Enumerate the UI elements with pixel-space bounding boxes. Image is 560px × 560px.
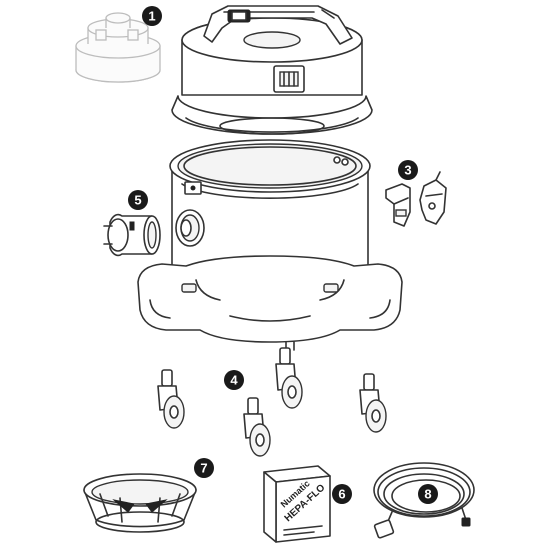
callout-4: 4 [224, 370, 244, 390]
motor-part[interactable] [75, 12, 161, 83]
power-cable-part[interactable] [373, 462, 475, 539]
carry-handle [203, 5, 353, 45]
chassis-base [137, 255, 403, 351]
callout-8: 8 [418, 484, 438, 504]
callout-1: 1 [142, 6, 162, 26]
castor-wheels[interactable] [157, 347, 387, 457]
callout-6: 6 [332, 484, 352, 504]
motor-head [171, 17, 373, 135]
latch-clips[interactable] [385, 171, 447, 227]
callout-7: 7 [194, 458, 214, 478]
svg-text:5: 5 [134, 193, 141, 208]
svg-text:6: 6 [338, 487, 345, 502]
svg-text:7: 7 [200, 461, 207, 476]
svg-text:8: 8 [424, 487, 431, 502]
hose-connector-part[interactable] [103, 213, 161, 257]
filter-bags-box[interactable]: Numatic HEPA-FLO [263, 465, 331, 543]
callout-3: 3 [398, 160, 418, 180]
filter-basket-part[interactable] [83, 473, 197, 533]
svg-text:3: 3 [404, 163, 411, 178]
callout-5: 5 [128, 190, 148, 210]
svg-text:1: 1 [148, 9, 155, 24]
svg-text:4: 4 [230, 373, 238, 388]
